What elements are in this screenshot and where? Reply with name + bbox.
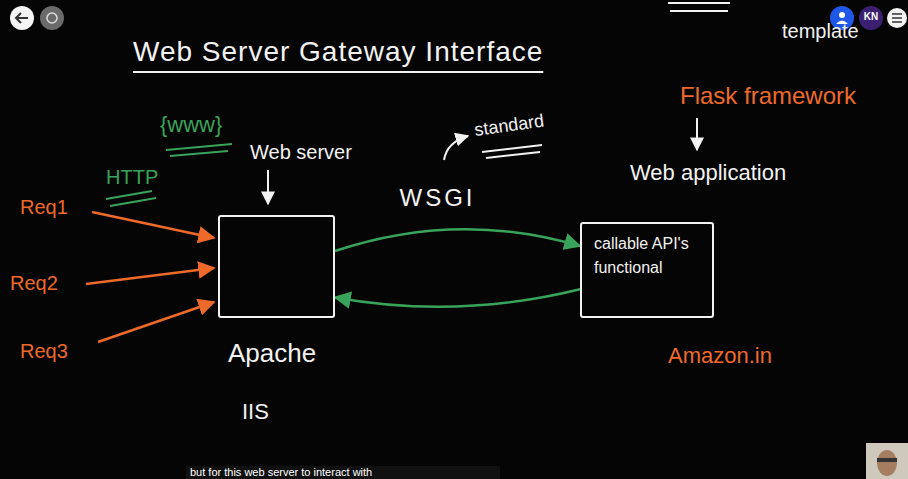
button-circle: [40, 6, 64, 30]
annotation: {www}: [160, 112, 222, 137]
underline-stroke: [106, 191, 152, 199]
request-arrow: [86, 268, 214, 284]
underline-stroke: [170, 151, 228, 156]
request-label: Req2: [10, 272, 58, 295]
framework-label: Flask framework: [680, 82, 856, 110]
glasses-shape: [877, 458, 897, 462]
underline-stroke: [486, 152, 540, 158]
person-icon: [839, 12, 845, 18]
tool-button: [40, 6, 64, 30]
face-shape: [877, 450, 897, 476]
avatar-initials: KN: [859, 11, 883, 23]
button-circle: [887, 8, 907, 28]
subtitle-bar: [186, 466, 500, 479]
request-label: Req3: [20, 340, 68, 363]
web-application-box: Web applicationcallable API's functional: [580, 222, 714, 318]
wsgi-connector: [335, 289, 580, 306]
avatar-circle: [859, 6, 883, 30]
pointer-arrow: [696, 118, 698, 150]
subtitle-text: but for this web server to interact with: [190, 466, 372, 479]
annotation: standard: [473, 110, 545, 140]
edge-label: WSGI: [397, 184, 479, 212]
wsgi-connector: [335, 229, 580, 251]
web-server-box: Web serverApacheIIS: [218, 215, 335, 318]
underline-stroke: [668, 2, 730, 4]
tool-icon: [47, 13, 57, 23]
request-arrow: [92, 212, 214, 238]
webcam-thumbnail: [866, 443, 908, 479]
menu-button: [887, 8, 907, 28]
cut-off-note: template: [782, 20, 859, 43]
example-name: Apache: [228, 339, 316, 369]
example-name: IIS: [242, 399, 269, 424]
box-body: callable API's functional: [582, 224, 712, 288]
button-circle: [10, 6, 34, 30]
protocol-label: HTTP: [106, 166, 158, 189]
underline-stroke: [482, 145, 542, 152]
underline-stroke: [166, 144, 232, 150]
webcam-frame: [866, 443, 908, 479]
box-heading: Web server: [250, 141, 352, 164]
menu-icon: [892, 14, 902, 22]
pointer-arrow: [267, 170, 269, 204]
diagram-title: Web Server Gateway Interface: [133, 36, 543, 68]
back-button: [10, 6, 34, 30]
underline-stroke: [110, 198, 156, 206]
back-arrow-icon: [16, 13, 28, 23]
request-label: Req1: [20, 196, 68, 219]
request-arrow: [98, 302, 214, 342]
example-label: Amazon.in: [668, 343, 772, 368]
box-heading: Web application: [630, 160, 786, 185]
pointer-arrow: [444, 136, 468, 160]
underline-stroke: [670, 10, 728, 12]
